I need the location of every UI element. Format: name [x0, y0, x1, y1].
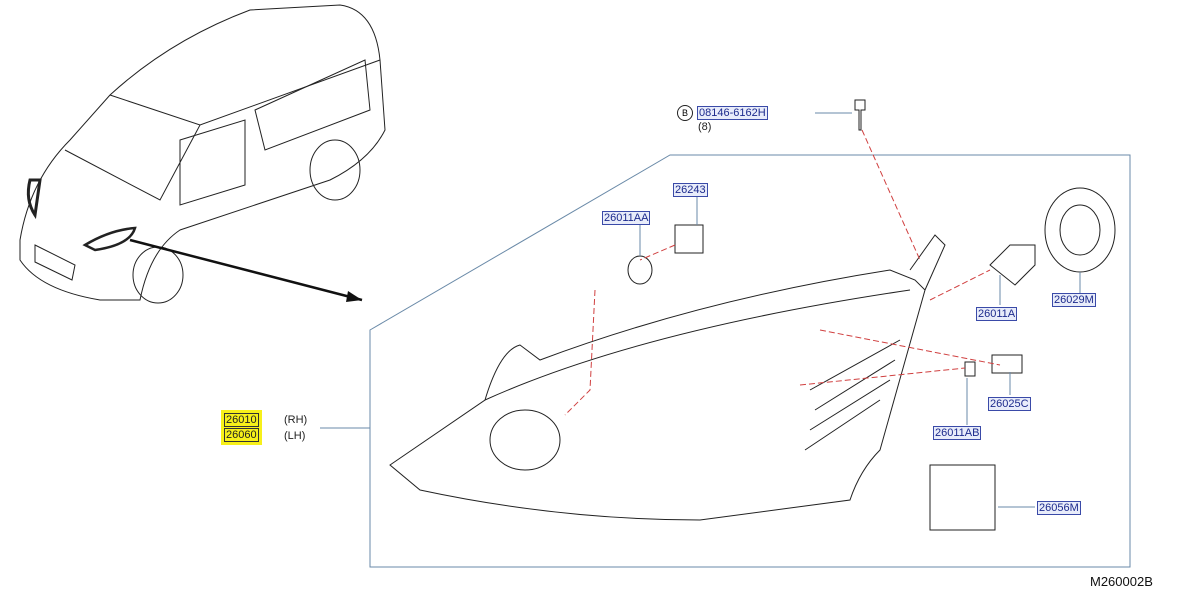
part-link-08146-6162H[interactable]: 08146-6162H	[697, 106, 768, 120]
part-link-26056M[interactable]: 26056M	[1037, 501, 1081, 515]
callout-lines	[320, 112, 1081, 508]
part-link-26011AA[interactable]: 26011AA	[602, 211, 651, 225]
part-link-26011A[interactable]: 26011A	[976, 307, 1018, 321]
part-link-26243[interactable]: 26243	[673, 183, 708, 197]
part-link-26011AB[interactable]: 26011AB	[933, 426, 982, 440]
bulbs	[627, 99, 1116, 531]
bolt-marker: B	[677, 105, 693, 121]
rh-label: (RH)	[284, 414, 308, 426]
arrow	[129, 238, 363, 302]
van-illustration	[19, 4, 386, 304]
part-link-26010[interactable]: 26010	[224, 413, 259, 427]
lh-label: (LH)	[284, 430, 306, 442]
leader-lines	[564, 129, 1001, 416]
part-link-26060[interactable]: 26060	[224, 428, 259, 442]
assembly-highlight: 26010 26060	[221, 410, 262, 445]
headlamp-illustration	[389, 234, 946, 521]
detail-frame	[369, 154, 1131, 568]
part-link-26025C[interactable]: 26025C	[988, 397, 1031, 411]
bolt-quantity: (8)	[698, 121, 712, 133]
part-link-26029M[interactable]: 26029M	[1052, 293, 1096, 307]
diagram-code: M260002B	[1090, 574, 1153, 589]
